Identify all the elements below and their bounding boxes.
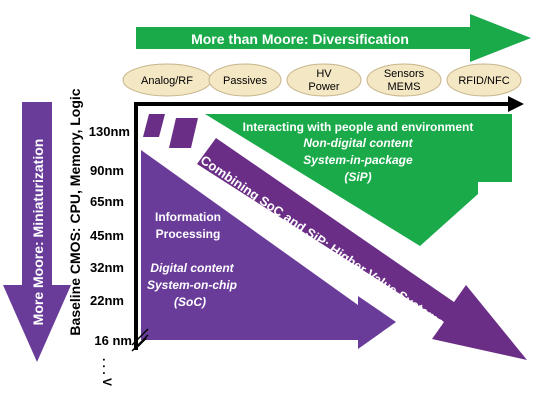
node-label-32nm: 32nm <box>90 260 124 275</box>
category-pill-analog-rf: Analog/RF <box>122 63 212 97</box>
node-label-22nm: 22nm <box>90 293 124 308</box>
purple-block-2 <box>169 118 198 148</box>
soc-line-4: System-on-chip <box>147 278 237 292</box>
sip-line-3: System-in-package <box>303 153 413 167</box>
node-label-45nm: 45nm <box>90 228 124 243</box>
diversification-arrow <box>136 14 531 62</box>
category-pill-passives: Passives <box>208 63 282 97</box>
soc-line-1: Information <box>155 210 221 224</box>
purple-block-1 <box>143 114 165 137</box>
category-label: RFID/NFC <box>458 75 509 87</box>
continuation-marks: . . . V <box>100 358 114 386</box>
axis-break-2 <box>131 334 149 352</box>
category-label: HV <box>316 68 332 80</box>
node-label-90nm: 90nm <box>90 163 124 178</box>
category-label-line2: MEMS <box>388 81 421 93</box>
higher-value-band <box>197 138 527 360</box>
node-label-16nm: 16 nm <box>94 333 132 348</box>
diversification-label: More than Moore: Diversification <box>191 31 409 47</box>
category-label: Sensors <box>384 68 425 80</box>
baseline-cmos-label: Baseline CMOS: CPU, Memory, Logic <box>67 88 83 335</box>
category-pill-rfid-nfc: RFID/NFC <box>446 63 522 97</box>
sip-line-4: (SiP) <box>344 170 371 184</box>
soc-line-3: Digital content <box>150 261 234 275</box>
sip-line-2: Non-digital content <box>303 136 413 150</box>
node-label-130nm: 130nm <box>89 124 130 139</box>
category-label-line2: Power <box>308 81 340 93</box>
sip-region <box>205 114 512 246</box>
axis-break-1 <box>131 328 149 346</box>
soc-region <box>141 150 396 349</box>
category-label: Passives <box>223 75 268 87</box>
miniaturization-arrow <box>3 102 71 362</box>
category-pill-hv-power: HV Power <box>286 63 362 97</box>
node-label-65nm: 65nm <box>90 194 124 209</box>
soc-line-2: Processing <box>156 227 221 241</box>
sip-line-1: Interacting with people and environment <box>243 120 474 134</box>
horizontal-axis-arrowhead <box>508 96 524 112</box>
soc-line-5: (SoC) <box>174 295 206 309</box>
miniaturization-label: More Moore: Miniaturization <box>30 139 46 326</box>
category-label: Analog/RF <box>141 75 193 87</box>
category-pill-sensors-mems: Sensors MEMS <box>366 63 442 97</box>
